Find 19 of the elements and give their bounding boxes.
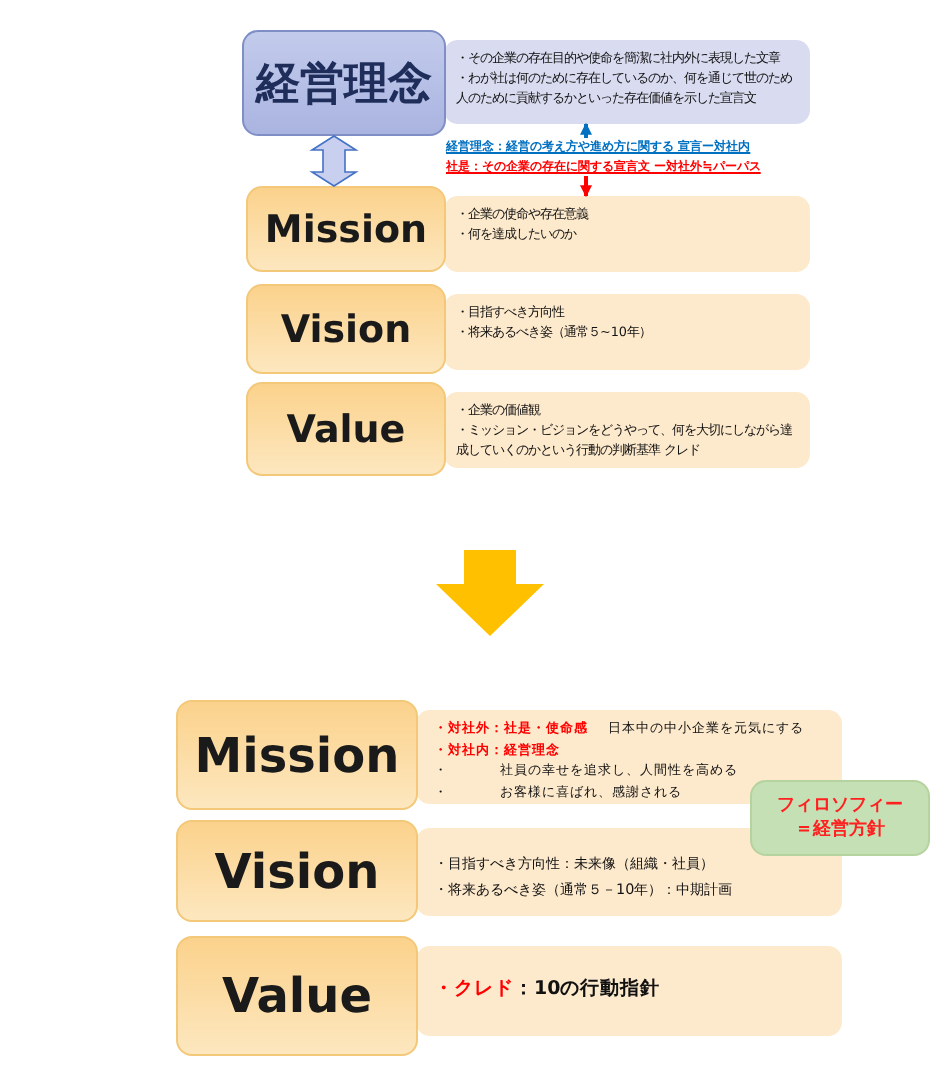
- down-arrow: [436, 550, 544, 636]
- callout-box: フィロソフィー＝経営方針: [750, 780, 930, 856]
- label-box: Vision: [246, 284, 446, 374]
- title-box: 経営理念: [242, 30, 446, 136]
- description-panel: [444, 196, 810, 272]
- arrow: [580, 122, 592, 138]
- bullet-text: ：10の行動指針: [514, 980, 661, 1002]
- label-box: Mission: [246, 186, 446, 272]
- label-box: Mission: [176, 700, 418, 810]
- label-box: Vision: [176, 820, 418, 922]
- double-arrow: [309, 135, 359, 187]
- description-panel: [444, 40, 810, 124]
- label-box: Value: [176, 936, 418, 1056]
- label-box: Value: [246, 382, 446, 476]
- description-panel: [444, 392, 810, 468]
- arrow: [580, 176, 592, 198]
- bullet-text: ・クレド: [434, 980, 514, 1002]
- description-panel: [444, 294, 810, 370]
- description-panel: [416, 946, 842, 1036]
